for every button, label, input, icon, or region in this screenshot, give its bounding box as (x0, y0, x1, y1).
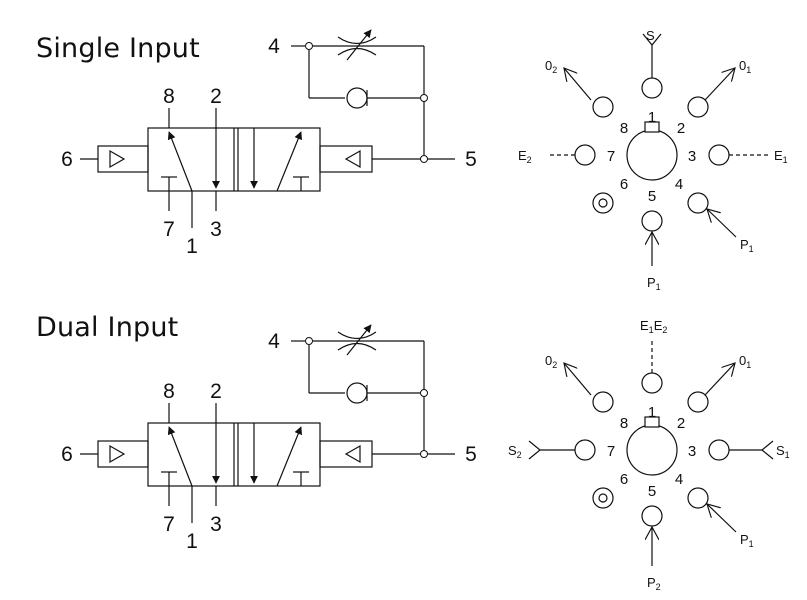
signal-label-bottom: P1 (647, 275, 661, 292)
signal-label-right: S1 (776, 443, 790, 460)
pin-number-7: 7 (607, 148, 615, 165)
port-3-label: 3 (210, 513, 222, 536)
port-1-label: 1 (186, 530, 198, 553)
pin-socket-1 (641, 372, 663, 394)
pin-socket-2 (687, 391, 709, 413)
pin-socket-6 (592, 487, 614, 509)
valve-schematic-single (80, 29, 455, 228)
port-3-label: 3 (210, 218, 222, 241)
signal-label-upper-left: 02 (545, 58, 557, 75)
signal-label-top: E1E2 (640, 318, 667, 335)
pinout-dual (528, 338, 774, 566)
signal-label-upper-left: 02 (545, 353, 557, 370)
pin-number-6: 6 (620, 471, 628, 488)
signal-label-upper-right: 01 (739, 353, 751, 370)
pin-number-8: 8 (620, 120, 628, 137)
pin-socket-3 (708, 439, 730, 461)
port-1-label: 1 (186, 235, 198, 258)
pin-socket-2 (687, 96, 709, 118)
pin-number-2: 2 (677, 120, 685, 137)
port-4-label: 4 (268, 35, 280, 58)
port-8-label: 8 (163, 380, 175, 403)
signal-label-bottom: P2 (647, 575, 661, 592)
pin-number-1: 1 (648, 404, 656, 421)
signal-labels-single: S 02 01 E2 E1 P1 P1 (518, 28, 788, 292)
port-6-label: 6 (61, 148, 73, 171)
port-2-label: 2 (210, 380, 222, 403)
pin-socket-8 (592, 96, 614, 118)
pin-socket-4 (687, 487, 709, 509)
port-6-label: 6 (61, 443, 73, 466)
signal-label-upper-right: 01 (739, 58, 751, 75)
signal-label-right: E1 (774, 148, 788, 165)
signal-label-lower-right: P1 (740, 237, 754, 254)
signal-labels-dual: E1E2 02 01 S2 S1 P2 P1 (508, 318, 790, 592)
pin-socket-7 (574, 144, 596, 166)
port-5-label: 5 (465, 443, 477, 466)
pin-number-4: 4 (675, 176, 683, 193)
pin-socket-3 (708, 144, 730, 166)
center-connector (626, 129, 678, 181)
pin-number-6: 6 (620, 176, 628, 193)
pin-socket-5 (641, 210, 663, 232)
pin-numbers-single: 1 2 3 4 5 6 7 8 (607, 109, 696, 205)
signal-label-top: S (646, 28, 655, 43)
section-title-dual-input: Dual Input (36, 312, 179, 343)
section-title-single-input: Single Input (36, 33, 200, 64)
pin-number-5: 5 (648, 483, 656, 500)
pin-socket-4 (687, 192, 709, 214)
port-4-label: 4 (268, 330, 280, 353)
pin-socket-8 (592, 391, 614, 413)
pin-socket-5 (641, 505, 663, 527)
center-connector (626, 424, 678, 476)
pin-number-4: 4 (675, 471, 683, 488)
valve-schematic-dual (80, 324, 455, 523)
pin-number-3: 3 (688, 443, 696, 460)
port-2-label: 2 (210, 85, 222, 108)
pinout-single (550, 33, 770, 266)
valve-junctions-dual (305, 337, 428, 458)
pin-socket-6 (592, 192, 614, 214)
port-7-label: 7 (163, 513, 175, 536)
pin-socket-7 (574, 439, 596, 461)
signal-label-left: S2 (508, 443, 522, 460)
pin-number-5: 5 (648, 188, 656, 205)
pin-number-8: 8 (620, 415, 628, 432)
valve-junctions-single (305, 42, 428, 163)
pin-number-1: 1 (648, 109, 656, 126)
pin-number-7: 7 (607, 443, 615, 460)
port-5-label: 5 (465, 148, 477, 171)
port-8-label: 8 (163, 85, 175, 108)
pin-numbers-dual: 1 2 3 4 5 6 7 8 (607, 404, 696, 500)
pin-socket-1 (641, 77, 663, 99)
pin-number-3: 3 (688, 148, 696, 165)
port-7-label: 7 (163, 218, 175, 241)
signal-label-left: E2 (518, 148, 532, 165)
pin-number-2: 2 (677, 415, 685, 432)
signal-label-lower-right: P1 (740, 532, 754, 549)
